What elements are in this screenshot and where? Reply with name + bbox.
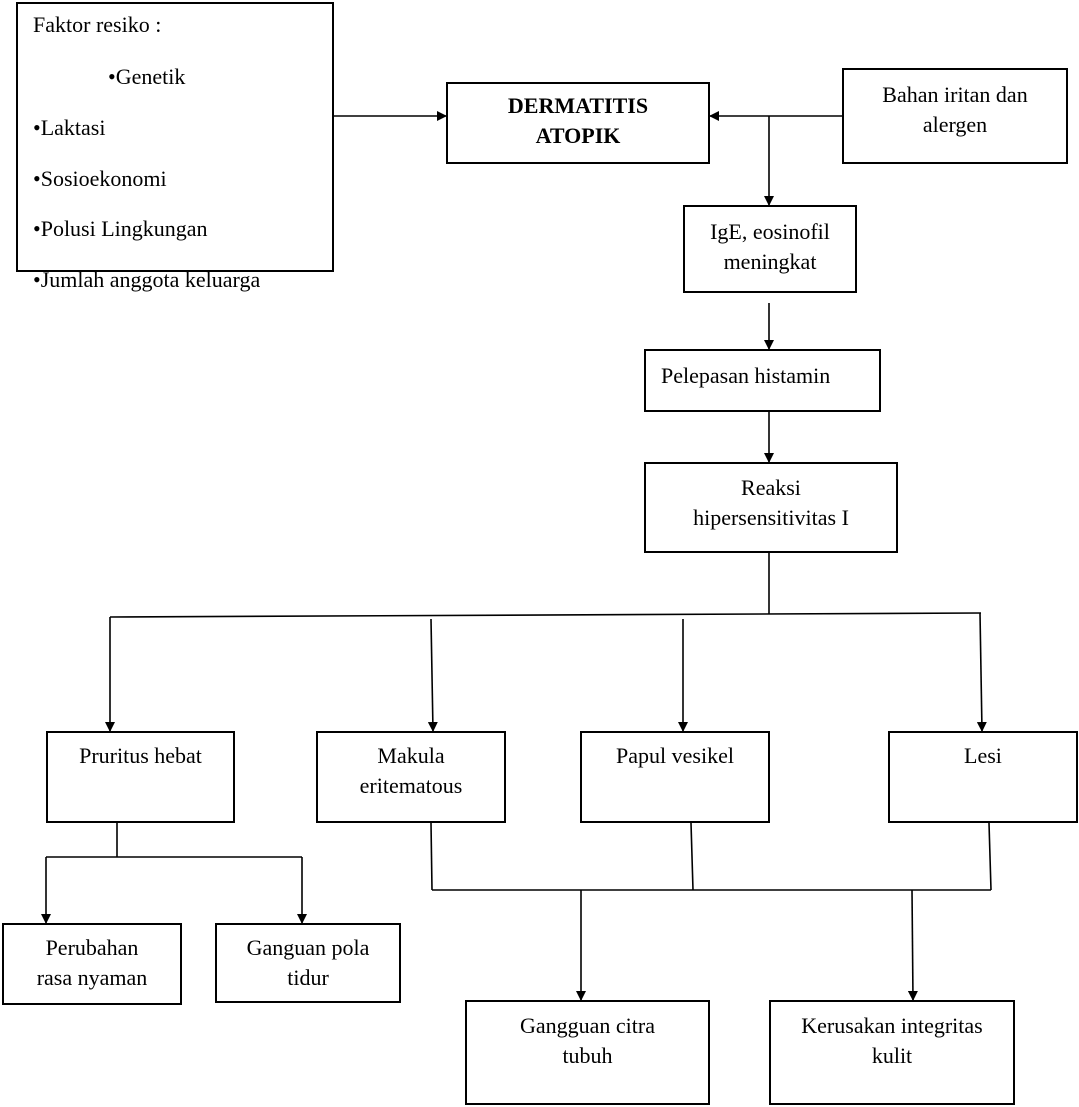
papul-line1: Papul vesikel — [616, 743, 734, 768]
line-lesi-down — [988, 822, 992, 891]
irritant-line2: alergen — [922, 112, 988, 137]
skin-integrity-line1: Kerusakan integritas — [801, 1013, 983, 1038]
reaction-line2: hipersensitivitas I — [693, 505, 849, 530]
arrow-to-lesi — [976, 612, 987, 732]
skin-integrity-line2: kulit — [871, 1043, 913, 1068]
pruritus-line1: Pruritus hebat — [79, 743, 202, 768]
skin-integrity-box — [769, 1000, 1015, 1105]
risk-factor-title: Faktor resiko : — [33, 12, 162, 37]
pruritus-box — [46, 731, 235, 823]
body-image-line1: Gangguan citra — [520, 1013, 655, 1038]
lesi-line1: Lesi — [964, 743, 1002, 768]
risk-item-genetik: Genetik — [108, 62, 186, 92]
body-image-box — [465, 1000, 710, 1105]
line-branch-horizontal — [109, 612, 982, 618]
comfort-line1: Perubahan — [45, 935, 139, 960]
dermatitis-title-line1: DERMATITIS — [507, 93, 649, 118]
arrow-to-makula — [427, 618, 438, 732]
irritant-box — [842, 68, 1068, 164]
comfort-line2: rasa nyaman — [36, 965, 148, 990]
irritant-line1: Bahan iritan dan — [882, 82, 1028, 107]
body-image-line2: tubuh — [562, 1043, 613, 1068]
risk-item-keluarga: Jumlah anggota keluarga — [33, 265, 261, 295]
risk-item-polusi: Polusi Lingkungan — [33, 214, 208, 244]
lesi-box — [888, 731, 1078, 823]
arrow-to-skin — [907, 889, 918, 1001]
papul-box — [580, 731, 770, 823]
makula-line2: eritematous — [359, 773, 463, 798]
line-papul-down — [690, 822, 694, 891]
line-makula-down — [430, 822, 433, 891]
reaction-line1: Reaksi — [741, 475, 801, 500]
makula-line1: Makula — [377, 743, 445, 768]
histamine-line1: Pelepasan histamin — [661, 363, 831, 388]
ige-box — [683, 205, 857, 293]
makula-box — [316, 731, 506, 823]
histamine-box — [644, 349, 881, 412]
reaction-box — [644, 462, 898, 553]
comfort-box — [2, 923, 182, 1005]
risk-item-sosioekonomi: Sosioekonomi — [33, 164, 167, 194]
ige-line2: meningkat — [723, 249, 817, 274]
dermatitis-title-line2: ATOPIK — [535, 123, 621, 148]
risk-item-laktasi: Laktasi — [33, 113, 106, 143]
dermatitis-atopik-box — [446, 82, 710, 164]
ige-line1: IgE, eosinofil — [710, 219, 830, 244]
sleep-box — [215, 923, 401, 1003]
sleep-line2: tidur — [287, 965, 329, 990]
sleep-line1: Ganguan pola — [246, 935, 370, 960]
